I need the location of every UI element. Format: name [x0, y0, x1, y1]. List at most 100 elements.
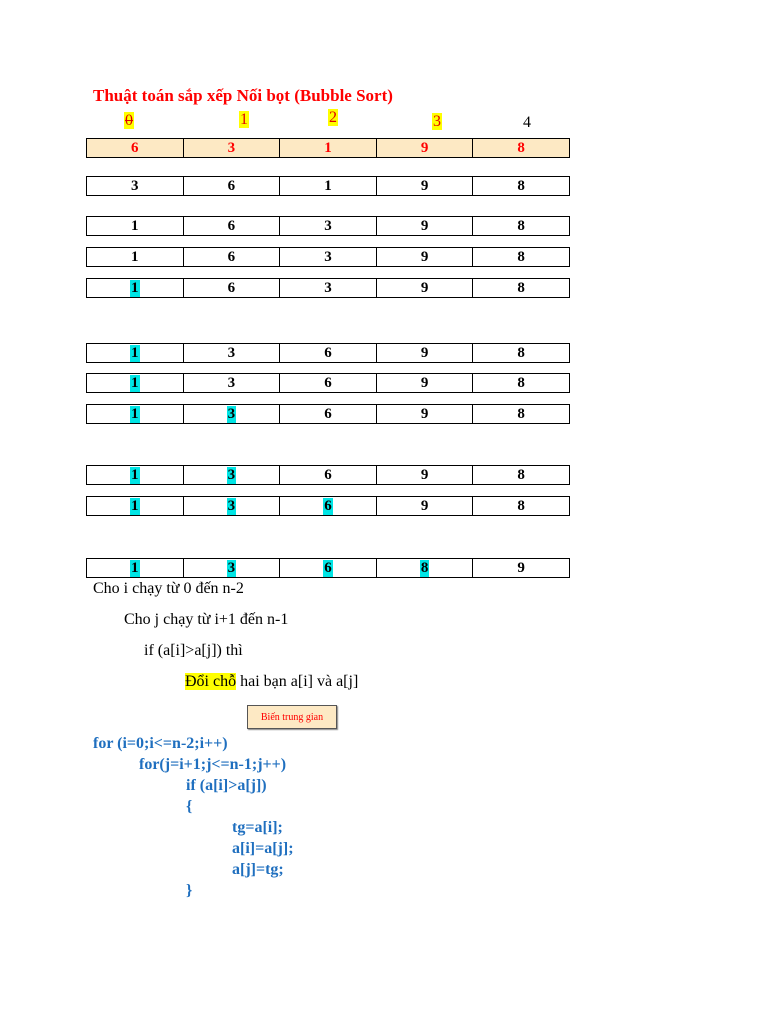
- cell-value: 3: [324, 279, 332, 296]
- cell-value: 9: [420, 405, 429, 422]
- array-cell: 6: [279, 374, 376, 392]
- swap-highlight: Đổi chỗ: [185, 673, 237, 690]
- array-cell: 8: [375, 559, 473, 577]
- array-cell: 3: [87, 177, 183, 195]
- array-cell: 6: [182, 217, 280, 235]
- cell-value: 6: [227, 177, 236, 194]
- cell-value: 8: [517, 497, 525, 514]
- cell-value: 6: [227, 279, 236, 296]
- cell-value: 6: [323, 497, 333, 515]
- cell-value: 8: [517, 139, 525, 156]
- code-line-7: a[j]=tg;: [232, 861, 284, 878]
- array-cell: 9: [375, 344, 473, 362]
- array-cell: 9: [472, 559, 569, 577]
- cell-value: 9: [517, 559, 525, 576]
- array-cell: 6: [182, 177, 280, 195]
- cell-value: 3: [227, 374, 236, 391]
- array-cell: 3: [182, 139, 280, 157]
- array-cell: 8: [472, 374, 569, 392]
- cell-value: 6: [323, 559, 333, 577]
- code-line-8: }: [186, 882, 193, 899]
- array-row: 6 3 1 9 8: [86, 138, 570, 158]
- cell-value: 9: [420, 248, 429, 265]
- index-label-3: 3: [432, 113, 442, 130]
- cell-value: 6: [227, 217, 236, 234]
- array-cell: 6: [279, 405, 376, 423]
- array-cell: 1: [87, 248, 183, 266]
- cell-value: 1: [130, 559, 140, 577]
- array-cell: 9: [375, 279, 473, 297]
- pseudo-line-3: if (a[i]>a[j]) thì: [144, 642, 243, 659]
- pseudo-line-1: Cho i chạy từ 0 đến n-2: [93, 580, 244, 597]
- array-cell: 3: [182, 559, 280, 577]
- cell-value: 6: [324, 344, 332, 361]
- cell-value: 1: [130, 344, 140, 362]
- cell-value: 3: [226, 466, 237, 484]
- pseudo-line-2: Cho j chạy từ i+1 đến n-1: [124, 611, 289, 628]
- cell-value: 8: [517, 405, 525, 422]
- pseudo-line-4: Đổi chỗ hai bạn a[i] và a[j]: [185, 673, 359, 690]
- code-line-1: for (i=0;i<=n-2;i++): [93, 735, 228, 752]
- array-cell: 8: [472, 248, 569, 266]
- cell-value: 3: [226, 405, 237, 423]
- index-label-2: 2: [328, 109, 338, 126]
- array-cell: 6: [182, 279, 280, 297]
- array-cell: 6: [87, 139, 183, 157]
- array-cell: 9: [375, 405, 473, 423]
- array-cell: 1: [87, 405, 183, 423]
- index-label-1: 1: [239, 111, 249, 128]
- array-row: 1 3 6 8 9: [86, 558, 570, 578]
- cell-value: 8: [517, 344, 525, 361]
- array-cell: 1: [87, 217, 183, 235]
- array-row: 1 6 3 9 8: [86, 278, 570, 298]
- cell-value: 3: [131, 177, 139, 194]
- cell-value: 3: [226, 497, 237, 515]
- array-cell: 1: [87, 374, 183, 392]
- cell-value: 9: [420, 466, 429, 483]
- cell-value: 9: [420, 497, 429, 514]
- array-cell: 9: [375, 497, 473, 515]
- array-cell: 1: [87, 344, 183, 362]
- array-row: 1 3 6 9 8: [86, 343, 570, 363]
- code-line-3: if (a[i]>a[j]): [186, 777, 267, 794]
- cell-value: 9: [420, 139, 429, 156]
- cell-value: 3: [227, 344, 236, 361]
- cell-value: 3: [227, 139, 236, 156]
- cell-value: 1: [131, 248, 139, 265]
- array-cell: 3: [279, 279, 376, 297]
- array-cell: 6: [182, 248, 280, 266]
- array-cell: 8: [472, 279, 569, 297]
- cell-value: 9: [420, 279, 429, 296]
- temp-variable-box: Biến trung gian: [247, 705, 337, 729]
- code-line-5: tg=a[i];: [232, 819, 283, 836]
- cell-value: 1: [130, 279, 140, 297]
- array-cell: 3: [182, 374, 280, 392]
- array-cell: 1: [279, 177, 376, 195]
- array-cell: 3: [182, 344, 280, 362]
- array-cell: 1: [87, 497, 183, 515]
- array-cell: 1: [279, 139, 376, 157]
- code-line-4: {: [186, 798, 193, 815]
- array-cell: 9: [375, 177, 473, 195]
- cell-value: 1: [324, 139, 332, 156]
- cell-value: 9: [420, 177, 429, 194]
- code-line-2: for(j=i+1;j<=n-1;j++): [139, 756, 287, 773]
- cell-value: 8: [517, 217, 525, 234]
- array-cell: 1: [87, 559, 183, 577]
- array-cell: 6: [279, 497, 376, 515]
- array-cell: 9: [375, 374, 473, 392]
- array-cell: 3: [279, 248, 376, 266]
- cell-value: 1: [130, 374, 140, 392]
- cell-value: 6: [324, 466, 332, 483]
- cell-value: 8: [517, 466, 525, 483]
- array-cell: 1: [87, 279, 183, 297]
- cell-value: 6: [324, 405, 332, 422]
- cell-value: 6: [131, 139, 139, 156]
- cell-value: 1: [130, 497, 140, 515]
- cell-value: 9: [420, 217, 429, 234]
- cell-value: 8: [517, 279, 525, 296]
- array-cell: 3: [279, 217, 376, 235]
